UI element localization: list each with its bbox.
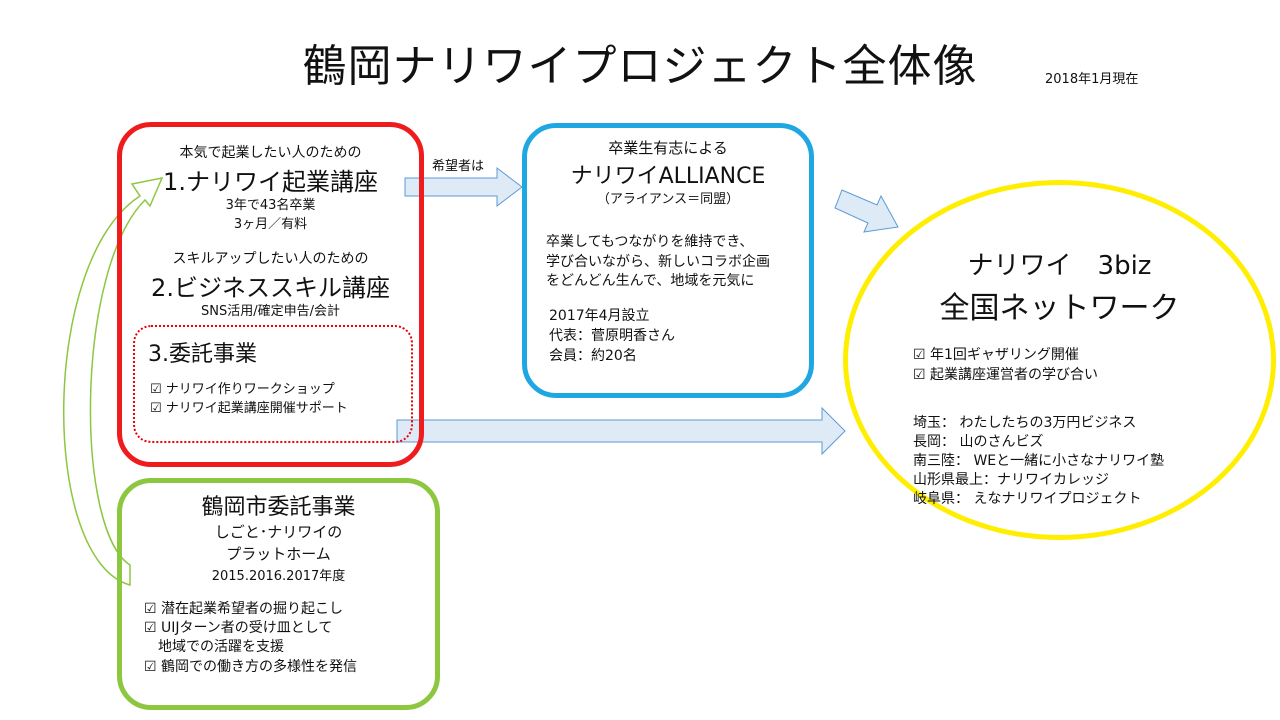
course2-intro: スキルアップしたい人のための <box>172 251 369 267</box>
arrow-label: 希望者は <box>432 159 485 174</box>
courses-box <box>117 122 424 467</box>
network-region: 山形県最上：ナリワイカレッジ <box>913 472 1109 488</box>
city-box <box>117 478 440 710</box>
course3-item: ☑ ナリワイ起業講座開催サポート <box>150 401 348 416</box>
city-title: 鶴岡市委託事業 <box>201 495 356 520</box>
course3-item: ☑ ナリワイ作りワークショップ <box>150 382 335 397</box>
alliance-box <box>522 123 814 398</box>
alliance-intro: 卒業生有志による <box>608 139 728 157</box>
course1-title: 1.ナリワイ起業講座 <box>163 168 378 196</box>
commission-box <box>133 325 413 443</box>
course1-intro: 本気で起業したい人のための <box>179 145 362 161</box>
course3-title: 3.委託事業 <box>148 342 257 367</box>
curved-arrow <box>62 176 164 586</box>
network-region: 長岡： 山のさんビズ <box>913 434 1044 450</box>
network-region: 南三陸： WEと一緒に小さなナリワイ塾 <box>913 453 1165 469</box>
city-years: 2015.2016.2017年度 <box>211 569 346 584</box>
network-check: ☑ 起業講座運営者の学び合い <box>913 367 1099 383</box>
alliance-title: ナリワイALLIANCE <box>570 164 766 189</box>
city-item: 地域での活躍を支援 <box>144 639 284 655</box>
network-circle <box>843 180 1276 540</box>
city-item: ☑ UIJターン者の受け皿として <box>144 620 333 636</box>
course2-detail: SNS活用/確定申告/会計 <box>201 304 340 319</box>
arrow-alliance-to-network <box>834 189 899 233</box>
network-title: 全国ネットワーク <box>939 291 1180 326</box>
city-item: ☑ 鶴岡での働き方の多様性を発信 <box>144 659 358 675</box>
network-region: 埼玉： わたしたちの3万円ビジネス <box>913 415 1137 431</box>
page-title: 鶴岡ナリワイプロジェクト全体像 <box>302 41 978 92</box>
date-label: 2018年1月現在 <box>1045 72 1139 87</box>
network-title: ナリワイ 3biz <box>967 251 1152 281</box>
alliance-desc: 卒業してもつながりを維持でき、 <box>546 234 754 250</box>
alliance-info: 代表：菅原明香さん <box>549 328 675 344</box>
network-check: ☑ 年1回ギャザリング開催 <box>913 347 1079 363</box>
city-subtitle: しごと･ナリワイの <box>214 523 343 541</box>
alliance-info: 2017年4月設立 <box>549 308 650 324</box>
course1-detail2: 3ヶ月／有料 <box>233 217 308 232</box>
city-item: ☑ 潜在起業希望者の掘り起こし <box>144 601 344 617</box>
course1-detail1: 3年で43名卒業 <box>225 198 316 213</box>
alliance-desc: をどんどん生んで、地域を元気に <box>546 273 755 289</box>
alliance-subtitle: （アライアンス＝同盟） <box>596 192 740 207</box>
arrow-courses-to-network <box>396 406 846 456</box>
city-subtitle: プラットホーム <box>226 545 331 563</box>
course2-title: 2.ビジネススキル講座 <box>151 274 390 302</box>
alliance-info: 会員：約20名 <box>549 348 637 364</box>
network-region: 岐阜県： えなナリワイプロジェクト <box>913 491 1142 507</box>
alliance-desc: 学び合いながら、新しいコラボ企画 <box>546 254 770 270</box>
